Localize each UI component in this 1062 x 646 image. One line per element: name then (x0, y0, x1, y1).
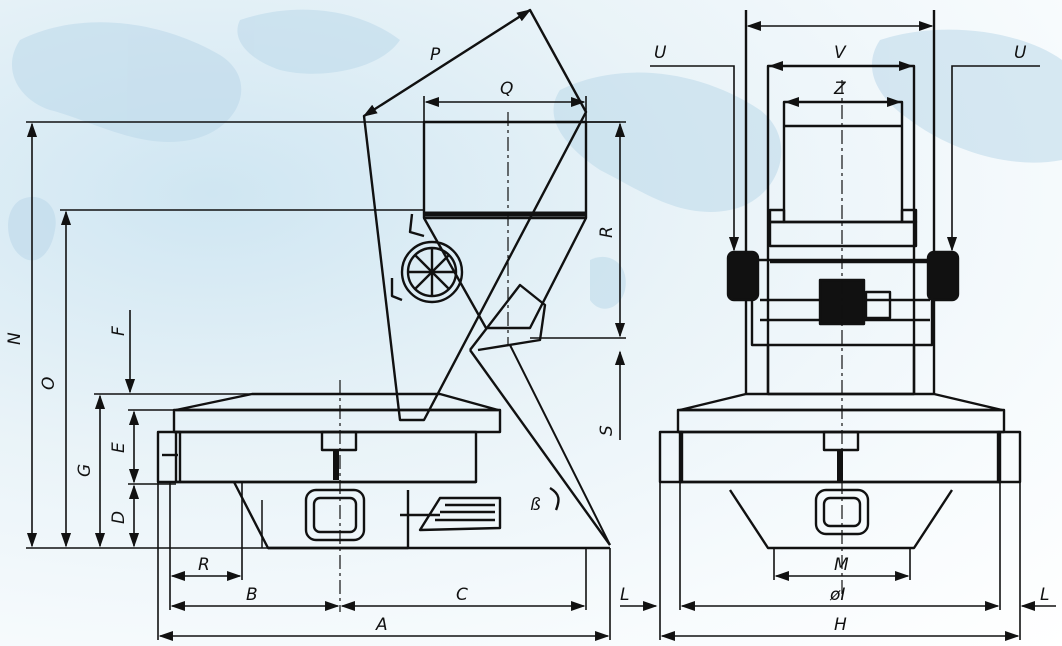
label-L-right: L (1040, 585, 1049, 605)
label-L-left: L (620, 585, 629, 605)
side-view (156, 8, 611, 550)
label-B: B (246, 585, 258, 605)
label-E: E (109, 442, 129, 453)
label-I: øI (829, 585, 845, 605)
dim-line-U-right (946, 65, 1040, 252)
label-Z: Z (833, 79, 846, 99)
label-H: H (834, 615, 847, 635)
handwheel (390, 213, 464, 304)
label-Q: Q (500, 79, 513, 99)
label-D: D (109, 511, 129, 524)
label-C: C (456, 585, 468, 605)
label-A: A (375, 615, 388, 635)
label-F: F (109, 326, 129, 336)
label-U-left: U (654, 43, 667, 63)
front-view (658, 10, 1022, 550)
front-hopper (782, 100, 904, 224)
vibrator-motor (400, 496, 502, 532)
label-V: V (834, 43, 847, 63)
label-R-left: R (198, 555, 210, 575)
label-P: P (430, 45, 441, 65)
label-M: M (834, 555, 849, 575)
dimension-lines (26, 9, 1056, 642)
label-S: S (597, 425, 617, 436)
dimension-labels: N O G E D F R S P Q R B C A L ß H øI M L… (5, 43, 1049, 635)
main-body (174, 430, 478, 484)
label-beta: ß (530, 495, 541, 515)
dim-line-U-left (650, 65, 740, 252)
label-N: N (5, 332, 25, 345)
label-U-right: U (1014, 43, 1027, 63)
label-G: G (75, 464, 95, 477)
label-R-right: R (597, 226, 617, 238)
dim-line-P (362, 9, 532, 117)
label-O: O (39, 377, 59, 390)
main-body-lid (174, 392, 500, 412)
hopper-body (422, 120, 588, 220)
